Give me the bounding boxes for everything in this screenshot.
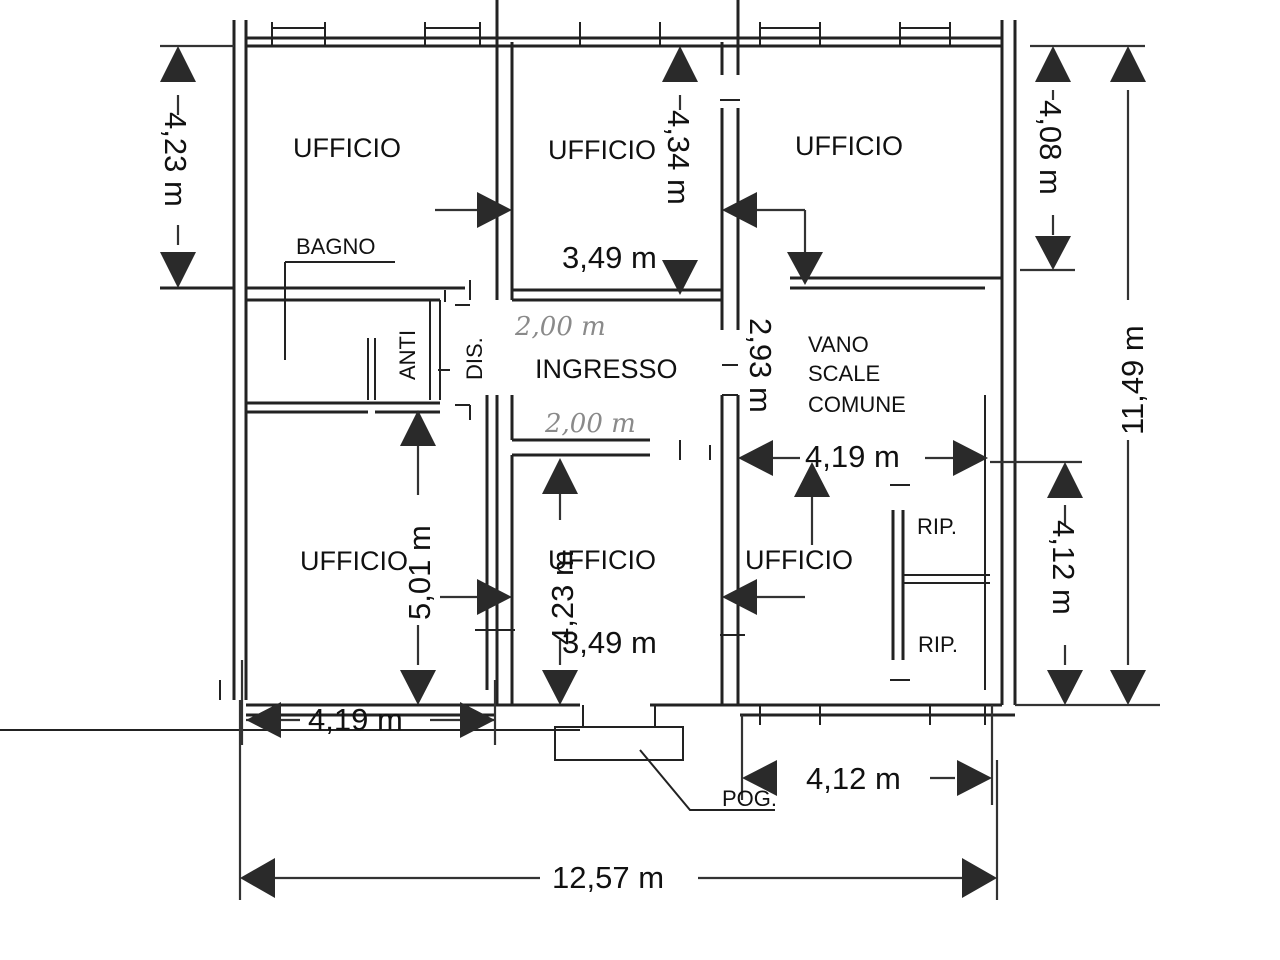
- dimension-label: 4,23 m: [158, 112, 193, 207]
- room-label-office: UFFICIO: [293, 133, 401, 163]
- handwritten-dimension: 2,00 m: [544, 409, 636, 439]
- dimension-labels: 4,23 m 4,34 m 4,08 m 11,49 m 3,49 m 2,93…: [158, 100, 1150, 895]
- room-label-storage: RIP.: [918, 632, 958, 657]
- room-label-storage: RIP.: [917, 514, 957, 539]
- room-label-anteroom: ANTI: [395, 330, 420, 380]
- dimension-label: 4,19 m: [805, 439, 900, 474]
- room-label-bathroom: BAGNO: [296, 234, 375, 259]
- dimension-label: 3,49 m: [562, 240, 657, 275]
- dimension-label: 4,08 m: [1033, 100, 1068, 195]
- dimension-label: 4,23 m: [545, 550, 580, 645]
- dimension-lines: [160, 44, 1160, 900]
- dimension-label: 3,49 m: [562, 625, 657, 660]
- walls: [0, 0, 1017, 811]
- dimension-label: 4,12 m: [1046, 520, 1081, 615]
- room-label-entrance: INGRESSO: [535, 354, 678, 384]
- dimension-label: 4,19 m: [308, 702, 403, 737]
- dimension-label: 5,01 m: [402, 525, 437, 620]
- dimension-label: 4,34 m: [661, 110, 696, 205]
- dimension-label: 4,12 m: [806, 761, 901, 796]
- dimension-label: 11,49 m: [1115, 325, 1150, 435]
- room-label-closet: DIS.: [462, 337, 487, 380]
- dimension-label: 12,57 m: [552, 860, 664, 895]
- room-label-stairwell: SCALE: [808, 361, 880, 386]
- room-label-stairwell: VANO: [808, 332, 869, 357]
- room-labels: UFFICIO UFFICIO UFFICIO BAGNO ANTI DIS. …: [293, 131, 958, 811]
- dimension-label: 2,93 m: [743, 318, 778, 413]
- room-label-office: UFFICIO: [548, 545, 656, 575]
- room-label-office: UFFICIO: [548, 135, 656, 165]
- room-label-office: UFFICIO: [795, 131, 903, 161]
- room-label-balcony: POG.: [722, 786, 777, 811]
- room-label-stairwell: COMUNE: [808, 392, 906, 417]
- handwritten-dimension: 2,00 m: [514, 312, 606, 342]
- room-label-office: UFFICIO: [300, 546, 408, 576]
- room-label-office: UFFICIO: [745, 545, 853, 575]
